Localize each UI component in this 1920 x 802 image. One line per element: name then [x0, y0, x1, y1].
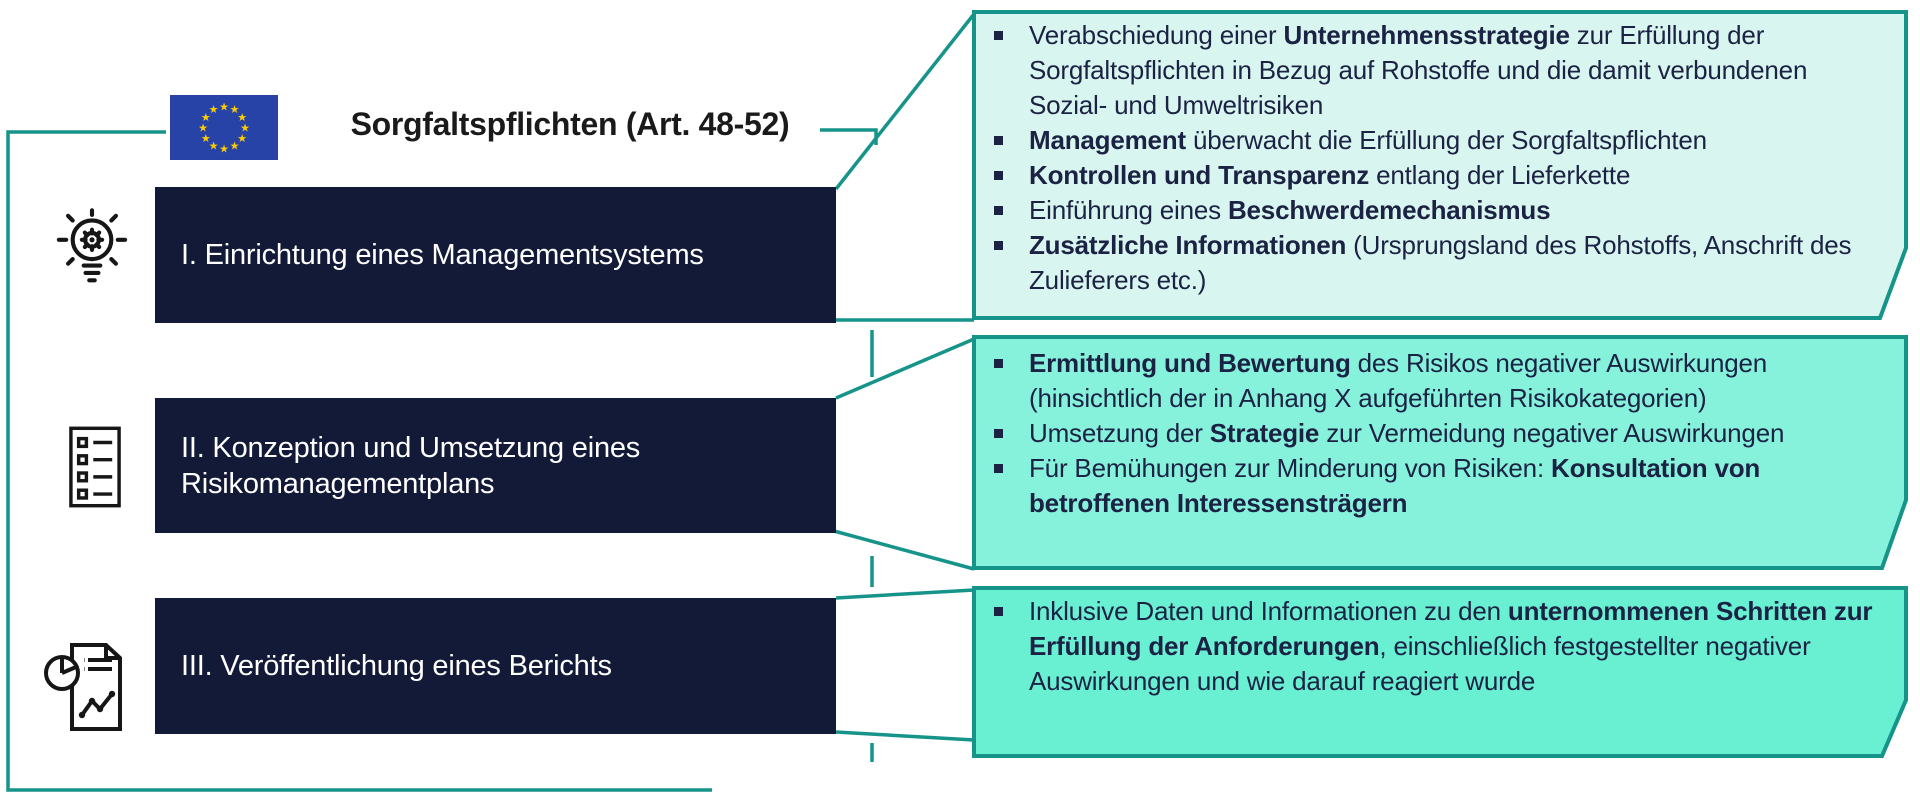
bullet-list: Inklusive Daten und Informationen zu den…: [994, 594, 1880, 699]
svg-text:★: ★: [201, 111, 211, 124]
bullet-item: Kontrollen und Transparenz entlang der L…: [994, 158, 1880, 193]
bullet-text: Einführung eines Beschwerdemechanismus: [1029, 195, 1551, 225]
bullet-text: Inklusive Daten und Informationen zu den…: [1029, 596, 1873, 696]
bullet-item: Zusätzliche Informationen (Ursprungsland…: [994, 228, 1880, 298]
bracket-line: [6, 130, 712, 792]
bullet-square-icon: [994, 136, 1003, 145]
bullet-item: Management überwacht die Erfüllung der S…: [994, 123, 1880, 158]
bullet-item: Umsetzung der Strategie zur Vermeidung n…: [994, 416, 1880, 451]
svg-text:★: ★: [237, 132, 247, 145]
callout-2-tail-bottom: [833, 529, 975, 571]
callout-bubble-1: [972, 10, 1908, 320]
bullet-square-icon: [994, 171, 1003, 180]
bullet-list: Verabschiedung einer Unternehmensstrateg…: [994, 18, 1880, 298]
step-box-3-label: III. Veröffentlichung eines Berichts: [181, 650, 612, 682]
bullet-text: Management überwacht die Erfüllung der S…: [1029, 125, 1707, 155]
bullet-item: Inklusive Daten und Informationen zu den…: [994, 594, 1880, 699]
step-box-bericht: III. Veröffentlichung eines Berichts: [155, 598, 836, 734]
svg-text:★: ★: [201, 132, 211, 145]
bullet-square-icon: [994, 464, 1003, 473]
svg-text:★: ★: [240, 121, 250, 134]
svg-text:★: ★: [209, 140, 219, 153]
title-connector-line: [820, 128, 878, 145]
bullet-text: Ermittlung und Bewertung des Risikos neg…: [1029, 348, 1768, 413]
svg-text:★: ★: [230, 103, 240, 116]
svg-text:★: ★: [219, 100, 229, 113]
bullet-list: Ermittlung und Bewertung des Risikos neg…: [994, 346, 1880, 521]
bullet-item: Für Bemühungen zur Minderung von Risiken…: [994, 451, 1880, 521]
bullet-square-icon: [994, 607, 1003, 616]
callout-list-risikomanagementplan: Ermittlung und Bewertung des Risikos neg…: [994, 346, 1880, 521]
step-box-risikomanagementplan: II. Konzeption und Umsetzung eines Risik…: [155, 398, 836, 533]
bullet-text: Für Bemühungen zur Minderung von Risiken…: [1029, 453, 1761, 518]
callout-list-bericht: Inklusive Daten und Informationen zu den…: [994, 594, 1880, 699]
bullet-item: Verabschiedung einer Unternehmensstrateg…: [994, 18, 1880, 123]
callout-2-tail-top: [835, 337, 975, 400]
callout-3-tail-bottom: [835, 730, 975, 742]
bullet-square-icon: [994, 206, 1003, 215]
callout-3-tail-top: [835, 588, 975, 600]
bullet-item: Einführung eines Beschwerdemechanismus: [994, 193, 1880, 228]
step-box-1-label: I. Einrichtung eines Managementsystems: [181, 239, 704, 271]
step-box-2-label: II. Konzeption und Umsetzung eines Risik…: [181, 431, 641, 500]
bullet-square-icon: [994, 359, 1003, 368]
eu-flag-stars: ★★★★★★★★★★★★: [198, 100, 250, 155]
step-box-managementsystem: I. Einrichtung eines Managementsystems: [155, 187, 836, 323]
checklist-icon: [69, 426, 121, 508]
bullet-square-icon: [994, 241, 1003, 250]
bullet-text: Zusätzliche Informationen (Ursprungsland…: [1029, 230, 1852, 295]
bullet-square-icon: [994, 31, 1003, 40]
report-chart-icon: [44, 643, 122, 731]
callout-bubble-2: [972, 335, 1908, 570]
callout-1-tail-top: [834, 12, 976, 191]
svg-text:★: ★: [209, 103, 219, 116]
bullet-square-icon: [994, 429, 1003, 438]
page-title: Sorgfaltspflichten (Art. 48-52): [350, 106, 790, 142]
svg-text:★: ★: [219, 142, 229, 155]
eu-flag-icon: ★★★★★★★★★★★★: [170, 95, 278, 160]
bullet-text: Umsetzung der Strategie zur Vermeidung n…: [1029, 418, 1785, 448]
svg-text:★: ★: [198, 121, 208, 134]
callout-bubble-3: [972, 586, 1908, 758]
bullet-text: Verabschiedung einer Unternehmensstrateg…: [1029, 20, 1808, 120]
svg-text:★: ★: [230, 140, 240, 153]
bullet-text: Kontrollen und Transparenz entlang der L…: [1029, 160, 1631, 190]
bullet-item: Ermittlung und Bewertung des Risikos neg…: [994, 346, 1880, 416]
svg-text:★: ★: [237, 111, 247, 124]
lightbulb-gear-icon: [56, 208, 128, 283]
callout-list-managementsystem: Verabschiedung einer Unternehmensstrateg…: [994, 18, 1880, 298]
